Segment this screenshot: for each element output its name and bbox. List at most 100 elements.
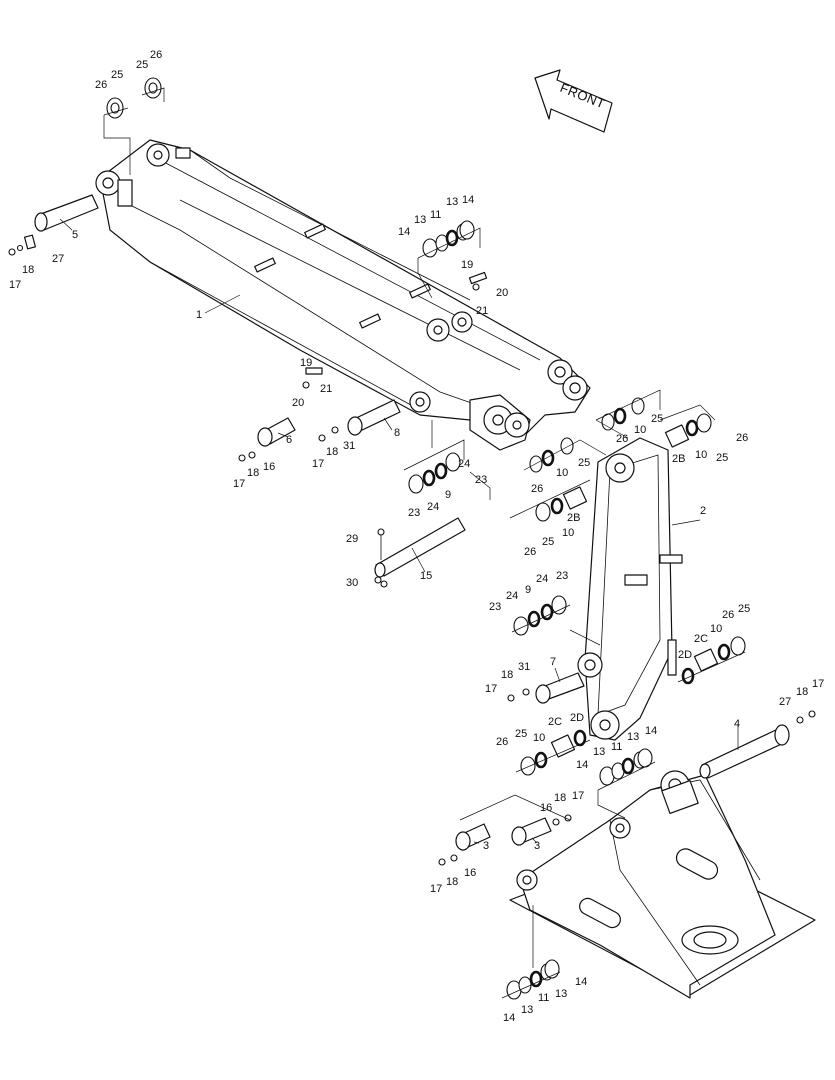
callout: 26 [524, 546, 536, 558]
callout: 25 [111, 69, 123, 81]
callout: 24 [506, 590, 518, 602]
seal-group-25-10-26-c [529, 437, 574, 473]
callout: 16 [464, 867, 476, 879]
callout: 13 [521, 1004, 533, 1016]
callout: 2 [700, 505, 706, 517]
front-arrow-icon: FRONT [534, 69, 613, 133]
callout: 18 [554, 792, 566, 804]
callout: 26 [496, 736, 508, 748]
callout: 2B [567, 512, 580, 524]
callout: 25 [716, 452, 728, 464]
callout: 14 [576, 759, 588, 771]
callout: 6 [286, 434, 292, 446]
callouts: 26 25 25 26 5 17 18 27 1 13 11 13 14 14 … [9, 49, 824, 1024]
callout: 25 [542, 536, 554, 548]
bolt-parts [8, 244, 816, 866]
pin-27 [23, 234, 37, 250]
callout: 13 [446, 196, 458, 208]
callout: 18 [22, 264, 34, 276]
callout: 11 [611, 741, 622, 753]
callout: 25 [651, 413, 663, 425]
seal-group-23-24 [408, 452, 461, 494]
callout: 11 [538, 992, 549, 1004]
callout: 18 [446, 876, 458, 888]
callout: 27 [52, 253, 64, 265]
pin-5 [34, 194, 99, 232]
callout: 30 [346, 577, 358, 589]
callout: 17 [812, 678, 824, 690]
callout: 21 [476, 305, 488, 317]
seal-group-2C-2D-left [520, 729, 587, 776]
callout: 2C [548, 716, 562, 728]
callout: 26 [150, 49, 162, 61]
callout: 23 [489, 601, 501, 613]
pin-6 [257, 417, 296, 447]
callout: 20 [496, 287, 508, 299]
seal-group-13-14-mid [599, 748, 653, 786]
callout: 4 [734, 718, 740, 730]
callout: 2C [694, 633, 708, 645]
pin-8 [347, 399, 401, 436]
callout: 19 [461, 259, 473, 271]
pin-7 [535, 672, 585, 704]
callout: 26 [95, 79, 107, 91]
pin-15 [374, 517, 466, 578]
callout: 24 [458, 458, 470, 470]
callout: 1 [196, 309, 202, 321]
callout: 10 [695, 449, 707, 461]
callout: 2B [672, 453, 685, 465]
callout: 17 [430, 883, 442, 895]
callout: 26 [616, 433, 628, 445]
callout: 25 [578, 457, 590, 469]
pin-3-left [455, 823, 491, 851]
arm [577, 437, 683, 741]
callout: 19 [300, 357, 312, 369]
callout: 14 [462, 194, 474, 206]
callout: 29 [346, 533, 358, 545]
callout: 18 [326, 446, 338, 458]
callout: 9 [445, 489, 451, 501]
callout: 20 [292, 397, 304, 409]
swing-bracket [509, 770, 816, 999]
callout: 31 [343, 440, 355, 452]
seal-group-2C-2D-right [681, 636, 746, 685]
seal-group-13-14-bottom [506, 959, 560, 1000]
callout: 18 [796, 686, 808, 698]
callout: 26 [531, 483, 543, 495]
leader-lines [103, 87, 746, 999]
callout: 13 [593, 746, 605, 758]
callout: 23 [556, 570, 568, 582]
pin-3-right [511, 817, 552, 846]
callout: 3 [483, 840, 489, 852]
callout: 17 [312, 458, 324, 470]
callout: 31 [518, 661, 530, 673]
callout: 14 [503, 1012, 515, 1024]
callout: 26 [722, 609, 734, 621]
callout: 10 [710, 623, 722, 635]
callout: 9 [525, 584, 531, 596]
callout: 26 [736, 432, 748, 444]
callout: 5 [72, 229, 78, 241]
callout: 16 [540, 802, 552, 814]
callout: 8 [394, 427, 400, 439]
callout: 2D [678, 649, 692, 661]
callout: 13 [627, 731, 639, 743]
seal-group-13-14-upper [422, 220, 475, 258]
callout: 7 [550, 656, 556, 668]
seal-group-23-24-lower [513, 595, 567, 636]
callout: 24 [536, 573, 548, 585]
callout: 23 [408, 507, 420, 519]
callout: 14 [645, 725, 657, 737]
callout: 10 [556, 467, 568, 479]
callout: 17 [485, 683, 497, 695]
pin-4 [699, 724, 790, 779]
callout: 25 [136, 59, 148, 71]
callout: 25 [515, 728, 527, 740]
callout: 17 [572, 790, 584, 802]
callout: 11 [430, 209, 441, 221]
callout: 10 [634, 424, 646, 436]
callout: 18 [501, 669, 513, 681]
callout: 10 [533, 732, 545, 744]
seal-group-25-10-26-a [601, 397, 645, 431]
